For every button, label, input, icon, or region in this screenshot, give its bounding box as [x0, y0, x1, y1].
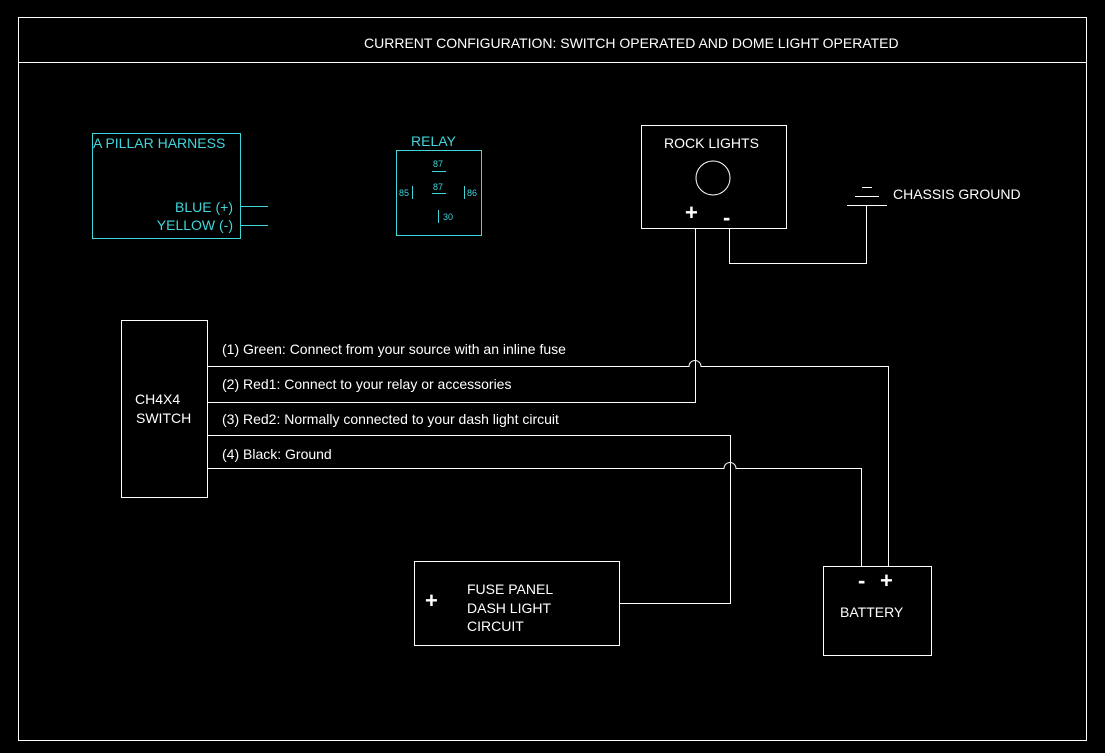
relay-pin-87-top: 87: [433, 159, 444, 169]
relay-box: [396, 150, 482, 236]
relay-pin-86: 86: [467, 188, 478, 198]
battery-label: BATTERY: [840, 604, 904, 620]
rock-lights-box: [641, 125, 787, 229]
wire-label-red2: (3) Red2: Normally connected to your das…: [222, 411, 559, 427]
battery-box: [823, 566, 932, 656]
switch-box: [121, 320, 208, 498]
wire-red1: [208, 229, 696, 403]
relay-pin-87-mid: 87: [433, 182, 444, 192]
wire-label-green: (1) Green: Connect from your source with…: [222, 341, 566, 357]
fuse-panel-line2: DASH LIGHT: [467, 600, 552, 616]
relay-label: RELAY: [411, 133, 456, 149]
wire-label-black: (4) Black: Ground: [222, 446, 332, 462]
wire-red2: [208, 435, 731, 604]
fuse-panel-line3: CIRCUIT: [467, 618, 524, 634]
battery-plus: +: [880, 568, 893, 593]
fuse-panel-box: [414, 561, 620, 646]
fuse-panel-plus: +: [425, 588, 438, 613]
battery-minus: -: [858, 568, 866, 593]
rock-lights-minus: -: [723, 205, 731, 230]
relay-pin-85: 85: [399, 188, 410, 198]
outer-frame: [18, 17, 1087, 741]
wire-black: [208, 462, 862, 567]
pillar-harness-box: [92, 133, 241, 239]
page-title: CURRENT CONFIGURATION: SWITCH OPERATED A…: [364, 35, 899, 51]
pillar-harness-label: A PILLAR HARNESS: [93, 135, 226, 151]
blue-wire-label: BLUE (+): [175, 199, 233, 215]
switch-label-line1: CH4X4: [135, 391, 181, 407]
rock-lights-label: ROCK LIGHTS: [664, 135, 759, 151]
rock-lights-plus: +: [685, 200, 698, 225]
fuse-panel-line1: FUSE PANEL: [467, 581, 554, 597]
rock-lights-lens: [695, 160, 731, 196]
wire-rock-neg-to-ground: [729, 206, 867, 264]
yellow-wire-label: YELLOW (-): [156, 217, 233, 233]
chassis-ground-label: CHASSIS GROUND: [893, 186, 1021, 202]
wire-label-red1: (2) Red1: Connect to your relay or acces…: [222, 376, 512, 392]
switch-label-line2: SWITCH: [136, 410, 192, 426]
relay-pin-30: 30: [443, 212, 454, 222]
